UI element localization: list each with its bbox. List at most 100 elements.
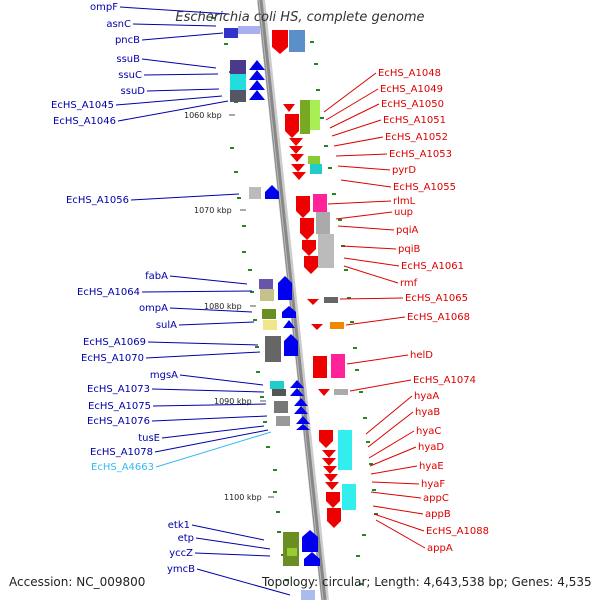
leader-line [367, 411, 414, 448]
gene-arrow [282, 306, 296, 318]
gene-block [287, 548, 297, 556]
gene-arrow [319, 430, 333, 448]
gene-label-echs-a1048: EcHS_A1048 [378, 68, 441, 79]
gene-arrow [322, 458, 336, 466]
leader-line [368, 430, 415, 459]
gene-block [230, 74, 246, 90]
gene-arrow [285, 114, 299, 138]
leader-line [337, 225, 395, 231]
gene-label-echs-a1073: EcHS_A1073 [87, 384, 150, 395]
leader-line [327, 200, 392, 205]
gene-arrow [311, 324, 323, 330]
leader-line [323, 72, 377, 113]
gene-block [276, 416, 290, 426]
gene-arrow [294, 406, 308, 414]
gene-label-ompa: ompA [139, 303, 168, 314]
gene-block [334, 389, 348, 395]
gene-arrow [278, 276, 292, 300]
leader-line [117, 100, 229, 122]
leader-line [154, 429, 269, 453]
leader-line [115, 95, 223, 106]
leader-line [369, 446, 417, 467]
scale-label: 1080 kbp [204, 302, 242, 311]
gene-arrow [322, 450, 336, 458]
gene-label-sula: sulA [156, 320, 177, 331]
gene-label-pqia: pqiA [396, 225, 418, 236]
gene-block [263, 320, 277, 330]
gene-arrow [292, 172, 306, 180]
leader-line [178, 321, 255, 326]
leader-line [345, 316, 406, 326]
gene-arrow [249, 90, 265, 100]
leader-line [141, 290, 253, 293]
gene-block [310, 100, 320, 130]
gene-block [260, 289, 274, 301]
gene-label-rmf: rmf [400, 278, 418, 289]
gene-block [316, 212, 330, 234]
gene-label-echs-a1070: EcHS_A1070 [81, 353, 144, 364]
gene-block [318, 234, 334, 268]
gene-label-yccz: yccZ [169, 548, 193, 559]
leader-line [339, 297, 404, 300]
gene-arrow [304, 256, 318, 274]
gene-arrow [283, 320, 295, 328]
gene-arrow [304, 552, 320, 566]
gene-label-echs-a1076: EcHS_A1076 [87, 416, 150, 427]
gene-arrow [289, 146, 303, 154]
gene-label-etp: etp [178, 533, 194, 544]
gene-arrow [300, 218, 314, 240]
leader-line [343, 257, 400, 267]
gene-arrow [302, 530, 318, 552]
scale-label: 1090 kbp [214, 397, 252, 406]
gene-arrow [296, 416, 310, 424]
scale-label: 1100 kbp [224, 493, 262, 502]
gene-label-echs-a1065: EcHS_A1065 [405, 293, 468, 304]
leader-line [191, 524, 265, 541]
gene-arrow [290, 154, 304, 162]
gene-arrow [325, 482, 339, 490]
gene-block [313, 356, 327, 378]
gene-label-asnc: asnC [106, 19, 131, 30]
gene-label-echs-a1050: EcHS_A1050 [381, 99, 444, 110]
gene-arrow [324, 474, 338, 482]
topology-summary: Topology: circular; Length: 4,643,538 bp… [262, 575, 592, 589]
gene-block [230, 90, 246, 102]
gene-block [262, 309, 276, 319]
gene-label-pyrd: pyrD [392, 165, 416, 176]
leader-line [335, 211, 393, 220]
gene-arrow [326, 492, 340, 508]
gene-label-echs-a1074: EcHS_A1074 [413, 375, 476, 386]
gene-label-echs-a1053: EcHS_A1053 [389, 149, 452, 160]
gene-block [301, 590, 315, 600]
leader-line [194, 552, 271, 557]
leader-line [371, 481, 420, 485]
leader-line [370, 491, 422, 499]
gene-arrow [307, 299, 319, 305]
leader-line [343, 265, 399, 284]
gene-label-echs-a1055: EcHS_A1055 [393, 182, 456, 193]
gene-block [310, 164, 322, 174]
gene-label-echs-a1045: EcHS_A1045 [51, 100, 114, 111]
gene-label-hyae: hyaE [419, 461, 444, 472]
leader-line [337, 165, 391, 171]
gene-label-echs-a1052: EcHS_A1052 [385, 132, 448, 143]
gene-label-hyac: hyaC [416, 426, 441, 437]
gene-block [274, 401, 288, 413]
gene-label-hyaf: hyaF [421, 479, 445, 490]
gene-block [230, 60, 246, 74]
gene-label-hyad: hyaD [418, 442, 444, 453]
gene-label-rlml: rlmL [393, 196, 416, 207]
gene-block [342, 484, 356, 510]
leader-line [349, 379, 412, 392]
gene-arrow [249, 80, 265, 90]
gene-arrow [249, 70, 265, 80]
leader-line [196, 568, 291, 596]
gene-block [249, 187, 261, 199]
gene-label-pqib: pqiB [398, 244, 420, 255]
gene-label-ssud: ssuD [121, 86, 146, 97]
gene-label-echs-a1088: EcHS_A1088 [426, 526, 489, 537]
leader-line [195, 537, 271, 550]
gene-block [270, 381, 284, 389]
gene-block [324, 297, 338, 303]
gene-label-hyab: hyaB [415, 407, 440, 418]
